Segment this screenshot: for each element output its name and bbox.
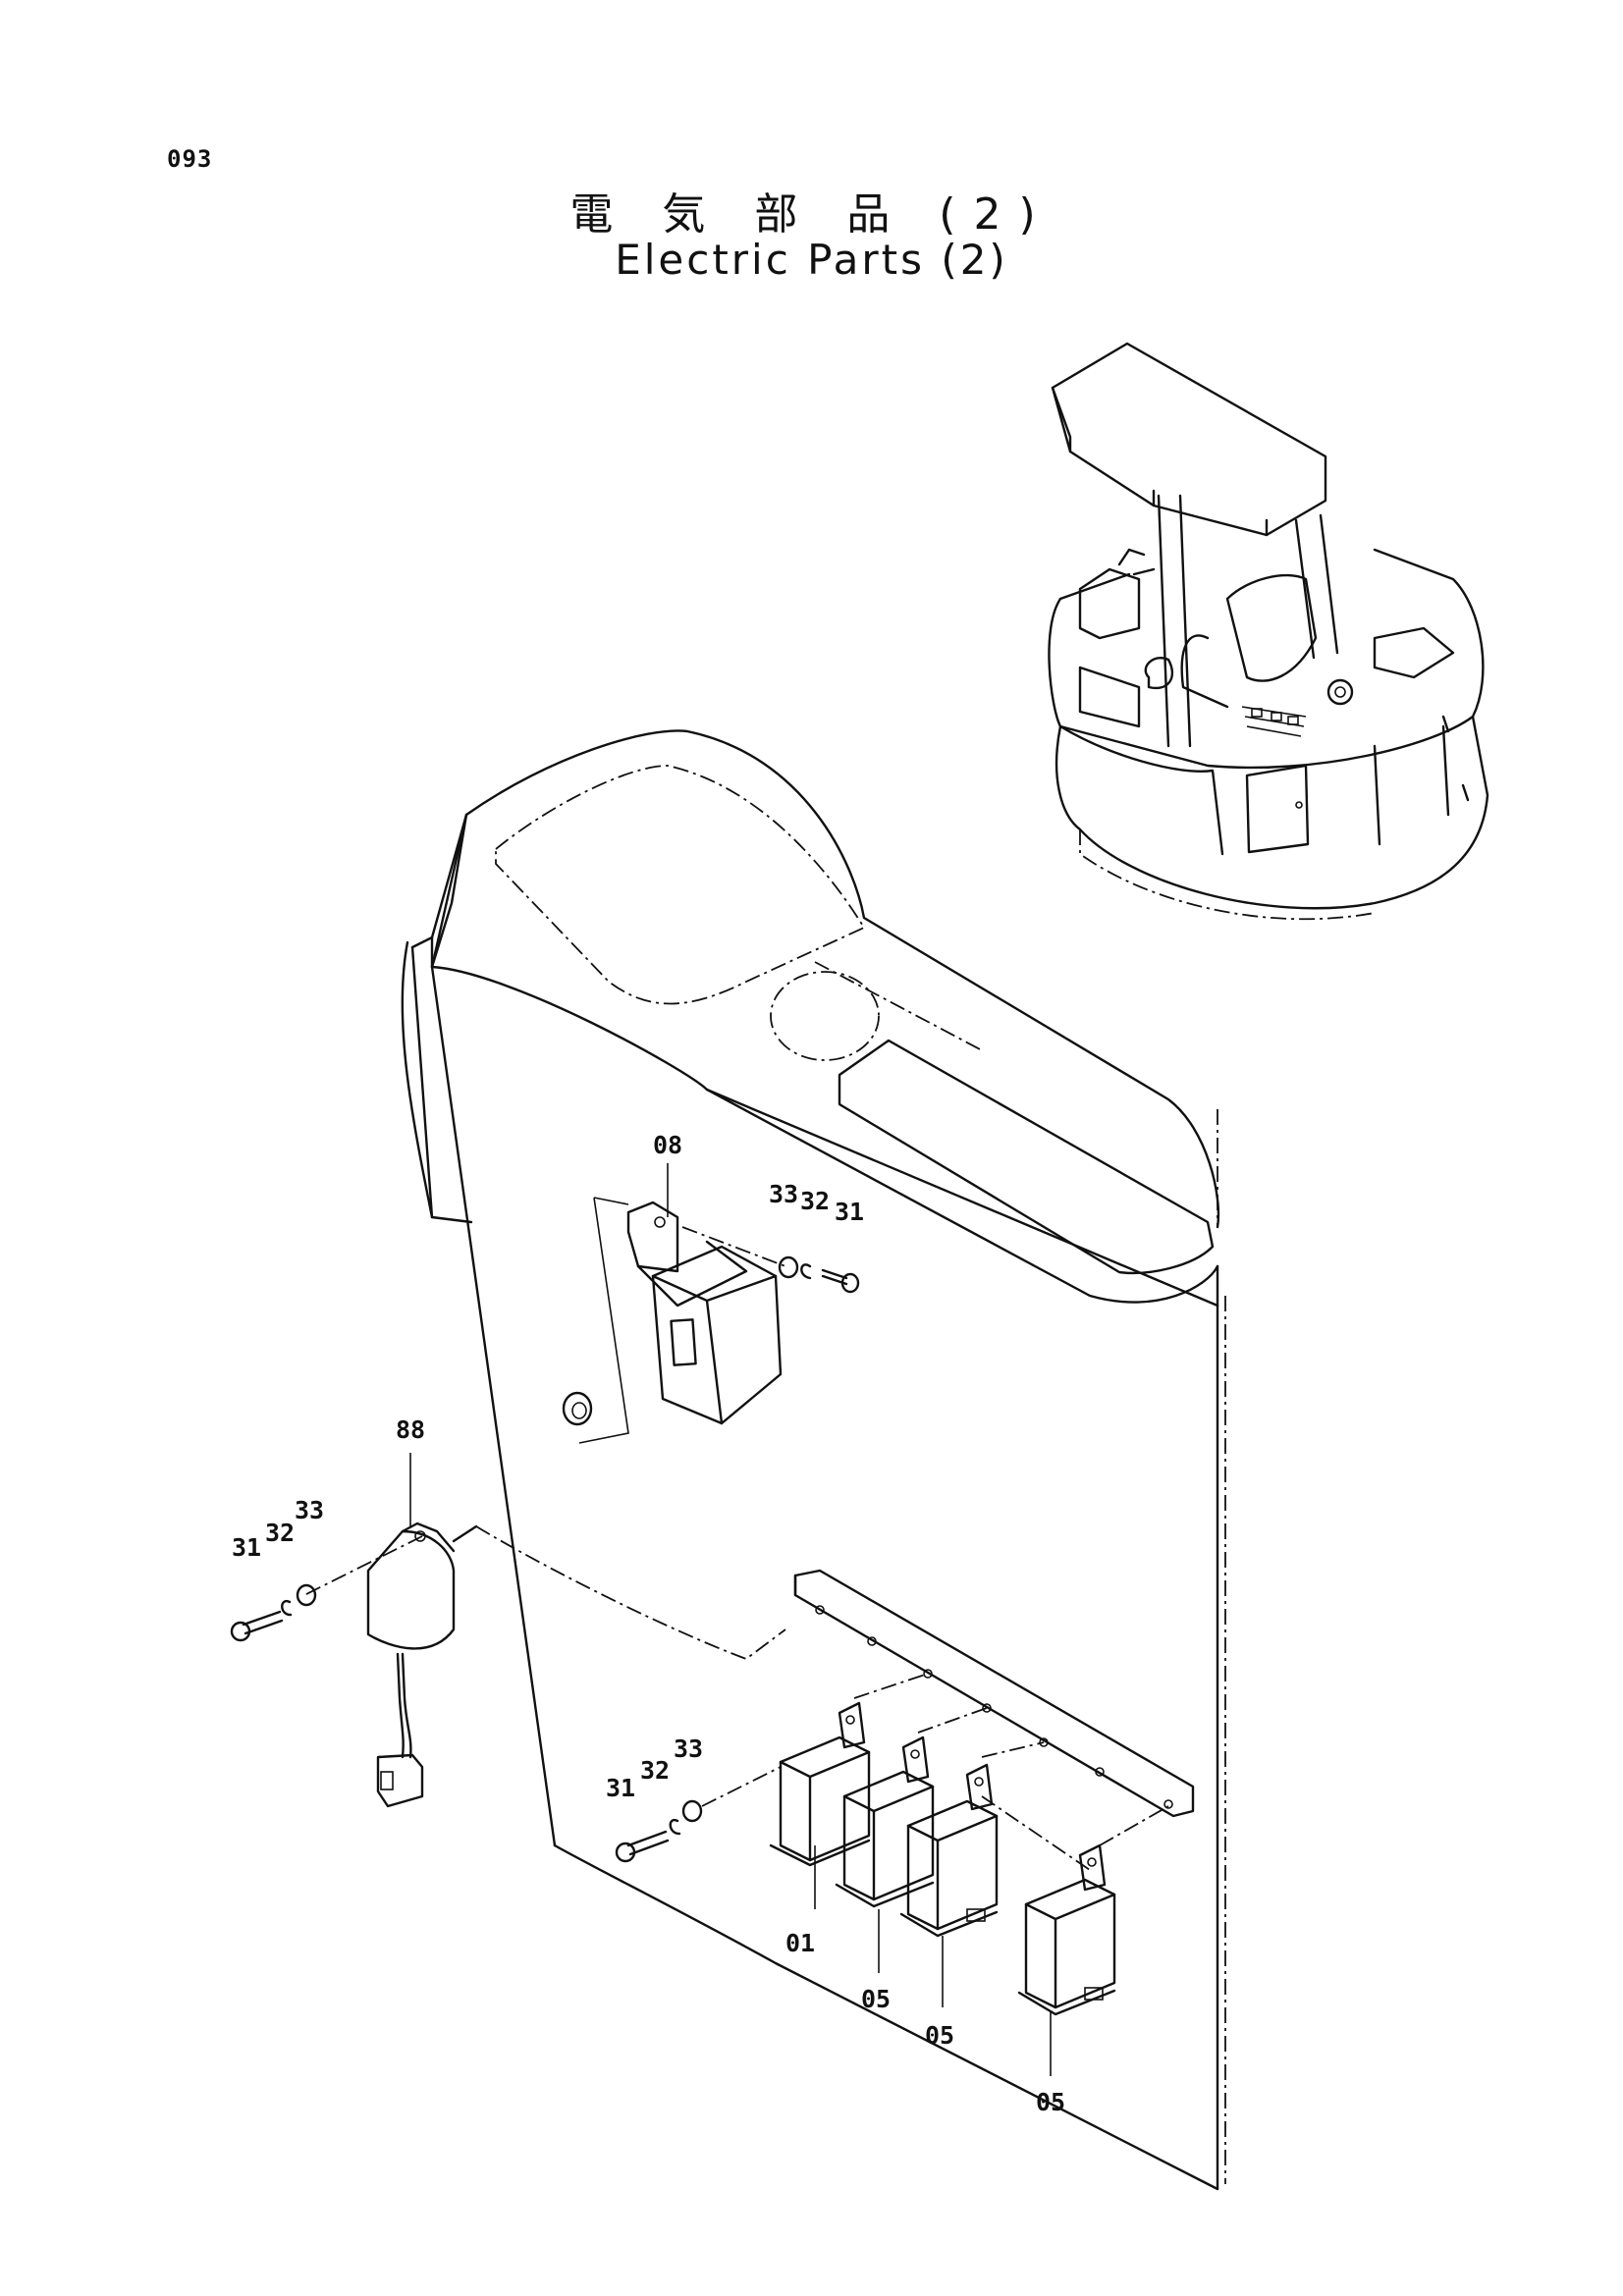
callout-33-a: 33 — [769, 1180, 798, 1208]
callout-33-b: 33 — [295, 1496, 324, 1524]
callout-31-a: 31 — [835, 1198, 864, 1226]
callout-88: 88 — [396, 1415, 425, 1444]
callout-01: 01 — [785, 1929, 815, 1957]
callout-08: 08 — [653, 1131, 682, 1159]
callout-05-a: 05 — [861, 1985, 891, 2013]
title-japanese: 電 気 部 品 (2) — [569, 189, 1054, 240]
callout-31-c: 31 — [606, 1774, 635, 1802]
callout-32-c: 32 — [640, 1756, 670, 1785]
console-panel — [401, 729, 1226, 2191]
callout-32-a: 32 — [800, 1187, 830, 1215]
title-english: Electric Parts (2) — [615, 236, 1008, 284]
callout-31-b: 31 — [232, 1533, 261, 1562]
machine-overview — [1048, 342, 1489, 921]
callout-33-c: 33 — [674, 1735, 703, 1763]
callout-05-b: 05 — [925, 2021, 954, 2050]
horn-assembly — [230, 1522, 786, 1808]
callout-05-c: 05 — [1036, 2088, 1065, 2116]
relay-plate-assembly — [615, 1569, 1195, 2076]
switch-bracket-assembly — [562, 1197, 860, 1444]
page-number: 093 — [167, 145, 213, 173]
callout-32-b: 32 — [265, 1519, 295, 1547]
